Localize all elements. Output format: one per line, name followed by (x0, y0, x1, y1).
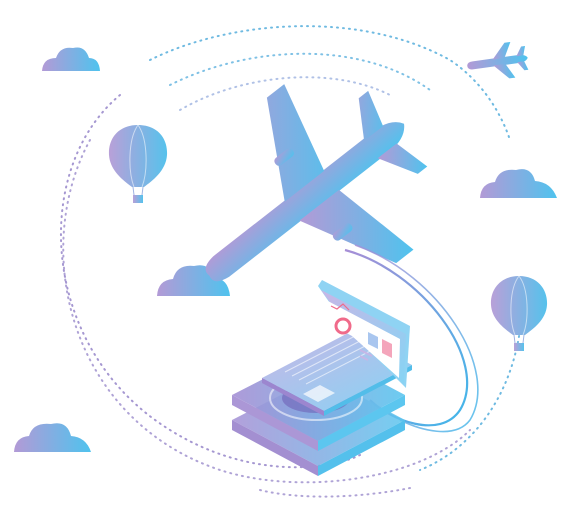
hot-air-balloon-icon (490, 275, 548, 351)
cloud-icon (42, 47, 100, 71)
large-airplane-icon (205, 84, 428, 282)
hot-air-balloon-icon (108, 124, 168, 203)
dotted-orbit-rings (60, 25, 521, 498)
small-airplane-icon (467, 41, 529, 79)
laptop-icon (262, 280, 412, 416)
cloud-icon (480, 169, 557, 198)
cloud-icon (14, 423, 91, 452)
